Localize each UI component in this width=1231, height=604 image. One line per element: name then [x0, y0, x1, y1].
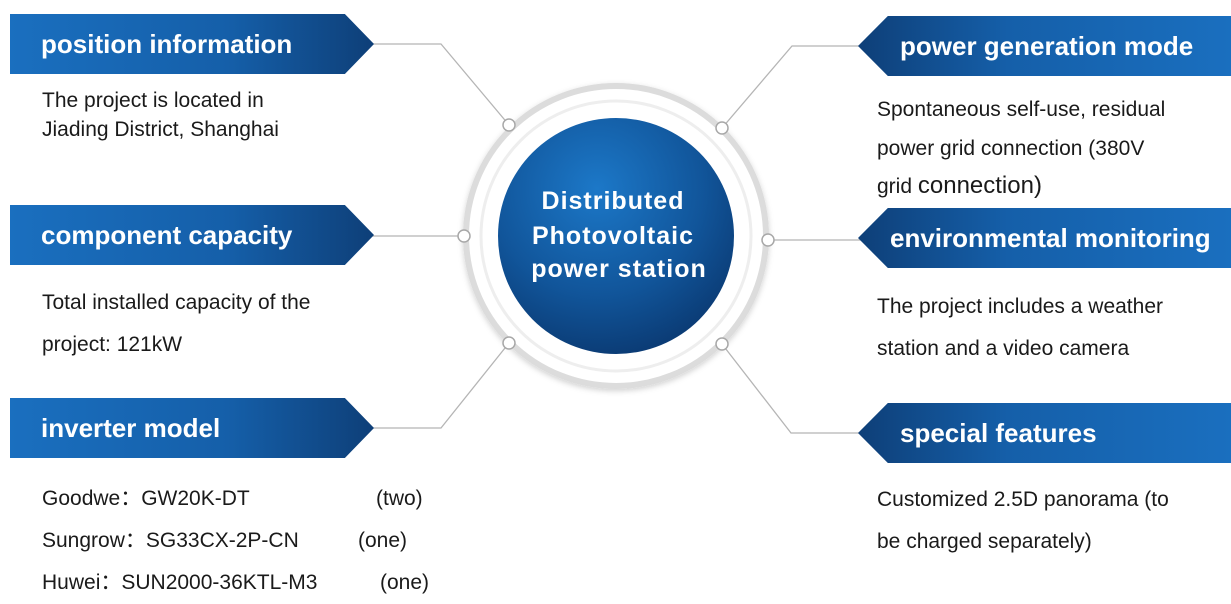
text-capacity: Total installed capacity of the project:… [42, 282, 311, 366]
node-inverter [502, 336, 516, 350]
center-title-line-1: Distributed [542, 187, 685, 215]
center-title: Distributed Photovoltaic power station [531, 187, 707, 283]
inverter-row: Goodwe：GW20K-DT (two) [42, 478, 423, 520]
node-position [502, 118, 516, 132]
connector-lines [372, 43, 868, 434]
connector-features [721, 343, 868, 434]
text-features: Customized 2.5D panorama (to be charged … [877, 479, 1169, 563]
text-features-line-1: Customized 2.5D panorama (to [877, 488, 1169, 511]
text-monitoring-line-1: The project includes a weather [877, 295, 1163, 318]
connector-nodes [457, 118, 775, 351]
banner-position: position information [10, 14, 374, 74]
connector-generation [721, 45, 868, 129]
text-monitoring: The project includes a weather station a… [877, 286, 1163, 370]
inverter-qty: (one) [358, 529, 408, 552]
banner-inverter-title: inverter model [41, 412, 221, 443]
node-capacity [457, 229, 471, 243]
connector-inverter [372, 342, 510, 429]
center-disc [498, 118, 734, 354]
text-position: The project is located in Jiading Distri… [42, 86, 279, 144]
banner-inverter: inverter model [10, 398, 374, 458]
banner-monitoring: environmental monitoring [858, 208, 1231, 268]
node-monitoring [761, 233, 775, 247]
inner-ring [479, 99, 753, 373]
connector-position [372, 43, 510, 126]
banner-capacity: component capacity [10, 205, 374, 265]
inverter-row: Sungrow：SG33CX-2P-CN (one) [42, 520, 407, 562]
banner-generation: power generation mode [858, 16, 1231, 76]
inverter-qty: (two) [376, 487, 423, 510]
banner-position-title: position information [41, 28, 293, 59]
text-capacity-line-2: project: 121kW [42, 333, 183, 356]
banner-features-title: special features [900, 417, 1097, 448]
text-position-line-2: Jiading District, Shanghai [42, 118, 279, 141]
text-generation-line-3-rest: connection) [917, 172, 1042, 199]
inverter-row: Huwei：SUN2000-36KTL-M3 (one) [42, 562, 429, 604]
inverter-model: Goodwe：GW20K-DT [42, 487, 250, 510]
banner-capacity-title: component capacity [41, 219, 293, 250]
inverter-model: Sungrow：SG33CX-2P-CN [42, 529, 299, 552]
center-title-line-2: Photovoltaic [532, 222, 694, 250]
text-monitoring-line-2: station and a video camera [877, 337, 1130, 360]
text-generation-line-2: power grid connection (380V [877, 137, 1145, 160]
text-generation: Spontaneous self-use, residual power gri… [877, 94, 1165, 201]
center-title-line-3: power station [531, 255, 707, 283]
text-position-line-1: The project is located in [42, 89, 264, 112]
text-features-line-2: be charged separately) [877, 530, 1092, 553]
inverter-model: Huwei：SUN2000-36KTL-M3 [42, 571, 318, 594]
node-generation [715, 121, 729, 135]
text-generation-line-1: Spontaneous self-use, residual [877, 98, 1166, 121]
inverter-qty: (one) [380, 571, 430, 594]
banner-generation-title: power generation mode [900, 30, 1194, 61]
text-generation-line-3: grid [877, 175, 913, 198]
text-inverter: Goodwe：GW20K-DT (two) Sungrow：SG33CX-2P-… [42, 478, 429, 604]
banner-monitoring-title: environmental monitoring [890, 222, 1211, 253]
banner-features: special features [858, 403, 1231, 463]
node-features [715, 337, 729, 351]
text-capacity-line-1: Total installed capacity of the [42, 291, 311, 314]
